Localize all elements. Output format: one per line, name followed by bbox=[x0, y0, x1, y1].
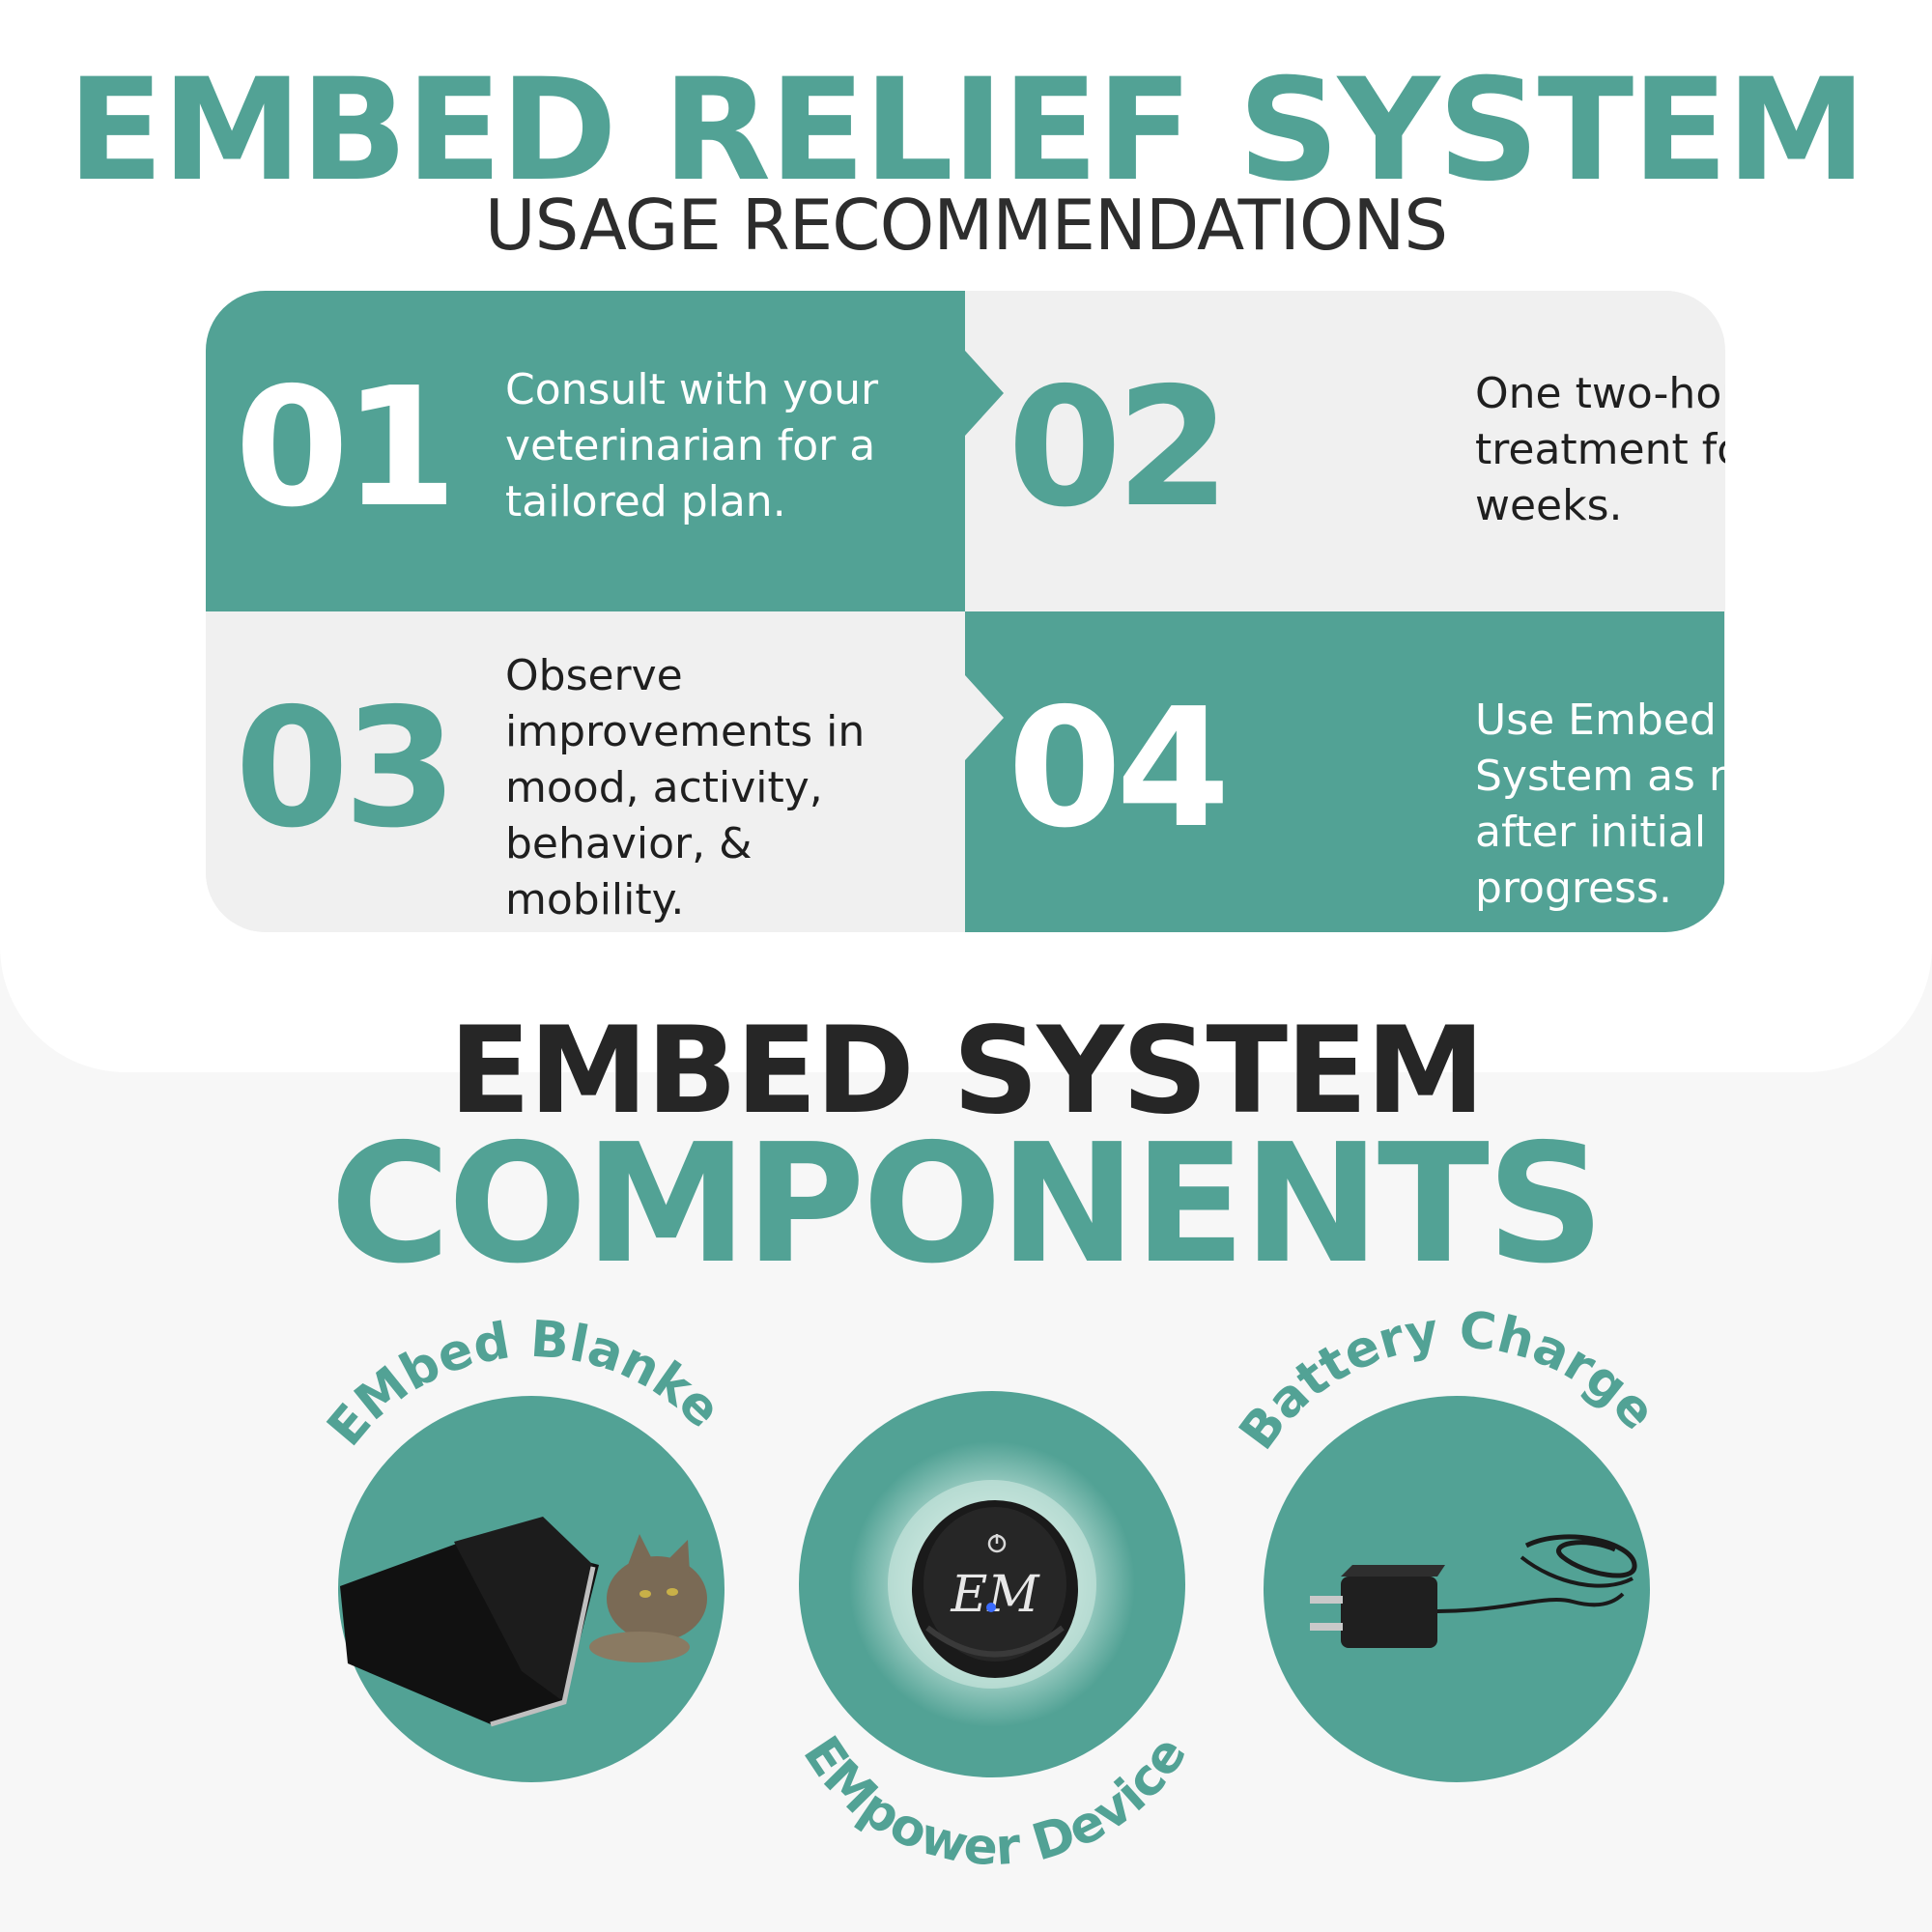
battery-charger-icon bbox=[1310, 1534, 1637, 1648]
page-title: EMBED RELIEF SYSTEM bbox=[67, 48, 1867, 213]
component-circle bbox=[1264, 1396, 1650, 1782]
step-number: 01 bbox=[235, 353, 458, 544]
component-label: Battery Charger bbox=[0, 0, 1666, 1461]
step-card-1: 01 Consult with your veterinarian for a … bbox=[206, 291, 965, 611]
step-text: Observe improvements in mood, activity, … bbox=[505, 651, 866, 924]
component-label: EMbed Blanket bbox=[0, 0, 731, 1457]
components-subtitle: COMPONENTS bbox=[329, 1109, 1605, 1300]
step-card-3: 03 Observe improvements in mood, activit… bbox=[206, 611, 965, 932]
components-title: EMBED SYSTEM bbox=[448, 1002, 1486, 1141]
page-subtitle: USAGE RECOMMENDATIONS bbox=[484, 185, 1448, 266]
step-number: 02 bbox=[1008, 353, 1231, 544]
step-card-2: 02 One two-hour daily treatment for two … bbox=[965, 291, 1725, 611]
step-text: One two-hour daily treatment for two wee… bbox=[1475, 369, 1725, 530]
power-icon bbox=[987, 1534, 1007, 1553]
step-text: Consult with your veterinarian for a tai… bbox=[505, 365, 879, 526]
arrow-notch-icon bbox=[965, 351, 1004, 436]
step-card-4: 04 Use Embed Relief System as needed aft… bbox=[965, 611, 1725, 932]
usage-steps-grid: 01 Consult with your veterinarian for a … bbox=[206, 291, 1725, 932]
step-number: 04 bbox=[1008, 673, 1231, 865]
blanket-with-cat-icon bbox=[340, 1517, 707, 1727]
svg-text:EM: EM bbox=[950, 1566, 1040, 1624]
step-text: Use Embed Relief System as needed after … bbox=[1475, 696, 1725, 913]
component-device: EM EMpower Device bbox=[792, 1391, 1198, 1877]
component-blanket: EMbed Blanket bbox=[0, 0, 731, 1782]
step-number: 03 bbox=[235, 673, 458, 865]
empower-device-icon: EM bbox=[912, 1500, 1078, 1678]
arrow-notch-icon bbox=[965, 675, 1004, 760]
